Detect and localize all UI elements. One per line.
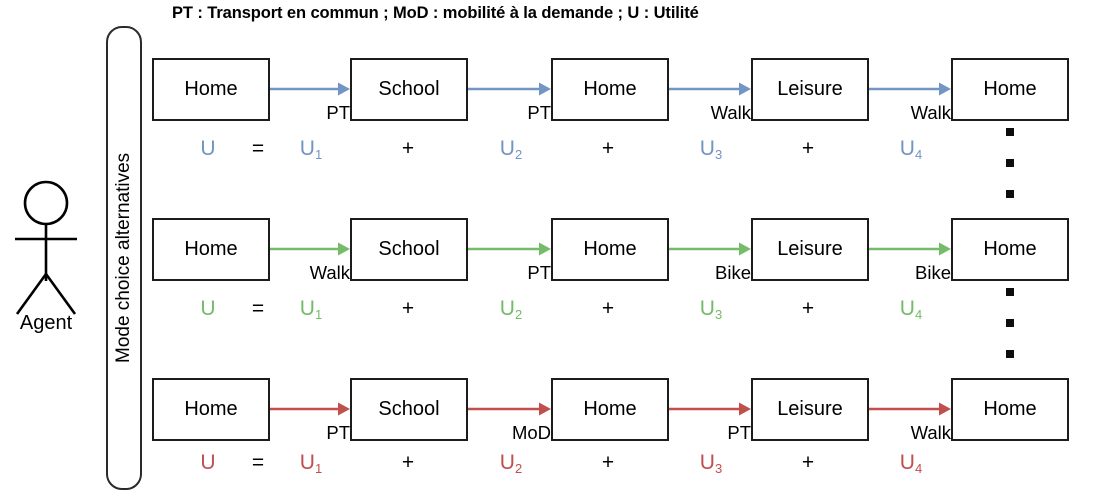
utility-term: U4 [899,137,923,163]
utility-term: U2 [499,137,523,163]
utility-total-symbol: U [200,137,216,160]
activity-node-box: School [350,218,468,281]
ellipsis-dot [1006,190,1014,198]
utility-plus-sign: + [401,137,415,160]
utility-plus-sign: + [801,137,815,160]
mode-label: Walk [910,102,951,123]
mode-arrow [468,397,551,421]
utility-plus-sign: + [801,451,815,474]
utility-plus-sign: + [401,451,415,474]
utility-term: U4 [899,451,923,477]
utility-plus-sign: + [601,451,615,474]
utility-plus-sign: + [801,297,815,320]
activity-node-box: Home [152,218,270,281]
utility-term: U3 [699,297,723,323]
utility-term: U2 [499,297,523,323]
utility-term: U2 [499,451,523,477]
activity-node-box: Home [951,378,1069,441]
mode-label: Walk [910,422,951,443]
activity-node-box: Leisure [751,218,869,281]
activity-node-box: Leisure [751,58,869,121]
agent-label: Agent [19,312,73,334]
mode-label: MoD [511,422,551,443]
activity-node-box: Home [152,378,270,441]
utility-expression-row: U = U1 U2 U3 U4 + + + [0,298,1100,332]
mode-choice-bracket [106,26,142,490]
mode-label: Walk [309,262,350,283]
legend-caption: PT : Transport en commun ; MoD : mobilit… [172,4,699,22]
ellipsis-dot [1006,288,1014,296]
utility-plus-sign: + [401,297,415,320]
mode-label: PT [326,422,350,443]
utility-plus-sign: + [601,297,615,320]
activity-node-box: Home [951,58,1069,121]
mode-label: Bike [715,262,751,283]
mode-label: PT [527,102,551,123]
ellipsis-dot [1006,159,1014,167]
activity-node-box: Home [152,58,270,121]
utility-equals-sign: = [251,451,265,474]
activity-node-box: Home [951,218,1069,281]
mode-label: PT [326,102,350,123]
utility-equals-sign: = [251,137,265,160]
utility-term: U1 [299,137,323,163]
ellipsis-dot [1006,128,1014,136]
mode-arrow [468,77,551,101]
utility-term: U1 [299,297,323,323]
utility-term: U4 [899,297,923,323]
ellipsis-dot [1006,319,1014,327]
activity-node-box: Leisure [751,378,869,441]
utility-expression-row: U = U1 U2 U3 U4 + + + [0,452,1100,486]
utility-expression-row: U = U1 U2 U3 U4 + + + [0,138,1100,172]
mode-label: Walk [710,102,751,123]
utility-total-symbol: U [200,451,216,474]
mode-label: Bike [915,262,951,283]
ellipsis-dot [1006,350,1014,358]
activity-node-box: Home [551,218,669,281]
activity-node-box: Home [551,58,669,121]
mode-arrow [270,397,350,421]
utility-term: U1 [299,451,323,477]
mode-arrow [869,77,951,101]
activity-node-box: School [350,378,468,441]
mode-label: PT [527,262,551,283]
utility-term: U3 [699,137,723,163]
activity-node-box: Home [551,378,669,441]
mode-arrow [669,237,751,261]
activity-node-box: School [350,58,468,121]
utility-term: U3 [699,451,723,477]
mode-arrow [869,397,951,421]
mode-arrow [270,237,350,261]
mode-arrow [869,237,951,261]
mode-arrow [669,77,751,101]
mode-label: PT [727,422,751,443]
mode-arrow [468,237,551,261]
mode-arrow [669,397,751,421]
mode-arrow [270,77,350,101]
utility-equals-sign: = [251,297,265,320]
utility-plus-sign: + [601,137,615,160]
utility-total-symbol: U [200,297,216,320]
stick-figure-icon [6,178,86,318]
